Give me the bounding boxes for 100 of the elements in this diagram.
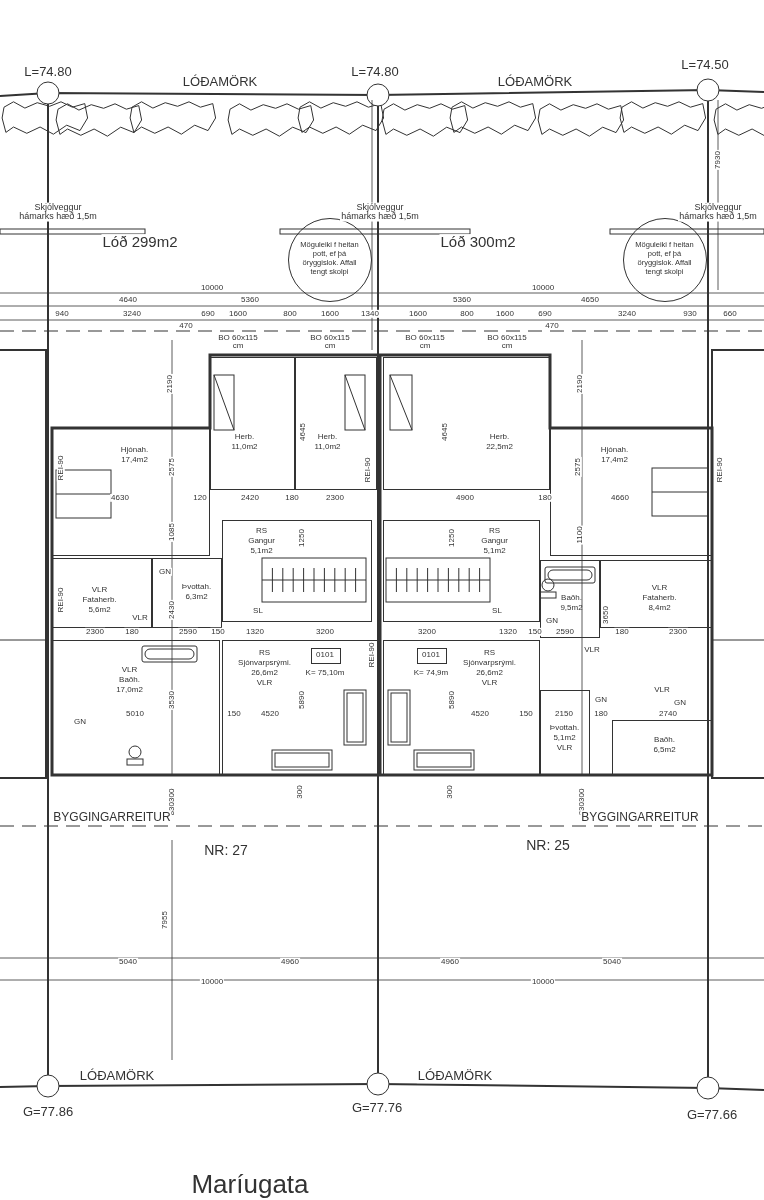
elevation-label: G=77.76 (350, 1101, 404, 1115)
fixture-label: VLR (131, 613, 149, 623)
dimension-text: 180 (614, 627, 630, 637)
elevation-label: L=74.50 (680, 58, 730, 72)
dimension-text: 1600 (408, 309, 428, 319)
dimension-text: 1600 (495, 309, 515, 319)
room-label: VLR (650, 582, 669, 593)
dimension-text: 690 (200, 309, 216, 319)
dimension-text: 940 (54, 309, 70, 319)
house-number-label: NR: 25 (525, 837, 571, 853)
dimension-text: 4960 (280, 957, 300, 967)
wall-note: Skjólveggur hámarks hæð 1,5m (678, 202, 758, 222)
dimension-text: 2420 (240, 493, 260, 503)
unit-number: 0101 (422, 650, 440, 660)
fixture-label: GN (73, 717, 87, 727)
room-outline (295, 357, 377, 490)
room-label: VLR (255, 677, 274, 688)
dimension-text: 5040 (118, 957, 138, 967)
wall-note: Skjólveggur hámarks hæð 1,5m (340, 202, 420, 222)
dimension-text: 150 (210, 627, 226, 637)
floor-level-text: K= 74,9m (413, 668, 449, 678)
dimension-text: 300 (295, 784, 305, 800)
room-outline (540, 560, 600, 638)
dimension-text: 1250 (297, 528, 307, 548)
fixture-label: SL (252, 606, 264, 616)
room-label: Herb. 22,5m2 (485, 431, 514, 452)
room-outline (52, 428, 210, 556)
room-outline (222, 640, 378, 775)
fixture-label: VLR (583, 645, 601, 655)
dimension-text: 180 (124, 627, 140, 637)
fire-rating-label: REI-90 (715, 456, 725, 484)
dimension-text: 150 (518, 709, 534, 719)
dimension-text: 2190 (165, 374, 175, 394)
dimension-text: 2300 (668, 627, 688, 637)
room-label: Sjónvarpsrými. 26,6m2 (237, 657, 292, 678)
room-label: RS (487, 525, 502, 536)
dimension-text: 10000 (530, 977, 556, 987)
wall-note: Skjólveggur hámarks hæð 1,5m (18, 202, 98, 222)
dimension-text: 180 (593, 709, 609, 719)
room-label: Herb. 11,0m2 (313, 431, 342, 452)
dimension-text: 5010 (125, 709, 145, 719)
dimension-text: 1600 (320, 309, 340, 319)
elevation-label: L=74.80 (350, 65, 400, 79)
fixture-label: SL (491, 606, 503, 616)
room-outline (383, 520, 540, 622)
dimension-text: 4520 (260, 709, 280, 719)
dimension-text: 2590 (555, 627, 575, 637)
room-outline (540, 690, 590, 775)
boundary-label: LÓÐAMÖRK (78, 1069, 156, 1083)
dimension-text: 1340 (360, 309, 380, 319)
boundary-label: LÓÐAMÖRK (416, 1069, 494, 1083)
dimension-text: 2430 (167, 600, 177, 620)
room-outline (222, 520, 372, 622)
room-label: Hjónah. 17,4m2 (119, 444, 150, 465)
dimension-text: 150 (527, 627, 543, 637)
dimension-text: 3200 (315, 627, 335, 637)
fixture-label: GN (545, 616, 559, 626)
dimension-text: 1320 (498, 627, 518, 637)
dimension-text: 4645 (440, 422, 450, 442)
dimension-text: 7955 (160, 910, 170, 930)
dimension-text: 7930 (713, 150, 723, 170)
room-label: Fataherb. 5,6m2 (81, 594, 118, 615)
room-label: VLR (480, 677, 499, 688)
dimension-text: 4650 (580, 295, 600, 305)
dimension-text: 2740 (658, 709, 678, 719)
dimension-text: 2300 (85, 627, 105, 637)
dimension-text: 1600 (228, 309, 248, 319)
fire-rating-label: REI-90 (56, 454, 66, 482)
dimension-text: 2190 (575, 374, 585, 394)
dimension-text: 5890 (447, 690, 457, 710)
room-label: RS (257, 647, 272, 658)
room-label: VLR (555, 742, 574, 753)
room-label: RS (482, 647, 497, 658)
room-label: VLR (90, 584, 109, 595)
plot-area-label: Lóð 300m2 (439, 234, 517, 250)
dimension-text: 1320 (245, 627, 265, 637)
dimension-text: 4520 (470, 709, 490, 719)
dimension-text: 470 (178, 321, 194, 331)
dimension-text: 300 (445, 784, 455, 800)
room-outline (210, 357, 295, 490)
dimension-text: 690 (537, 309, 553, 319)
dimension-text: 2150 (554, 709, 574, 719)
fire-rating-label: REI-90 (363, 456, 373, 484)
room-outline (612, 720, 712, 775)
fixture-label: GN (158, 567, 172, 577)
house-number-label: NR: 27 (203, 842, 249, 858)
room-outline (52, 640, 220, 775)
dimension-text: 4960 (440, 957, 460, 967)
fire-rating-label: REI-90 (56, 586, 66, 614)
fixture-label: VLR (653, 685, 671, 695)
dimension-text: 3200 (417, 627, 437, 637)
room-label: Gangur 5,1m2 (247, 535, 276, 556)
room-label: RS (254, 525, 269, 536)
dimension-text: 470 (544, 321, 560, 331)
street-name: Maríugata (190, 1171, 310, 1199)
dimension-text: 1100 (575, 525, 585, 545)
fixture-label: GN (594, 695, 608, 705)
dimension-text: 4645 (298, 422, 308, 442)
dimension-text: 120 (192, 493, 208, 503)
dimension-text: 4660 (610, 493, 630, 503)
